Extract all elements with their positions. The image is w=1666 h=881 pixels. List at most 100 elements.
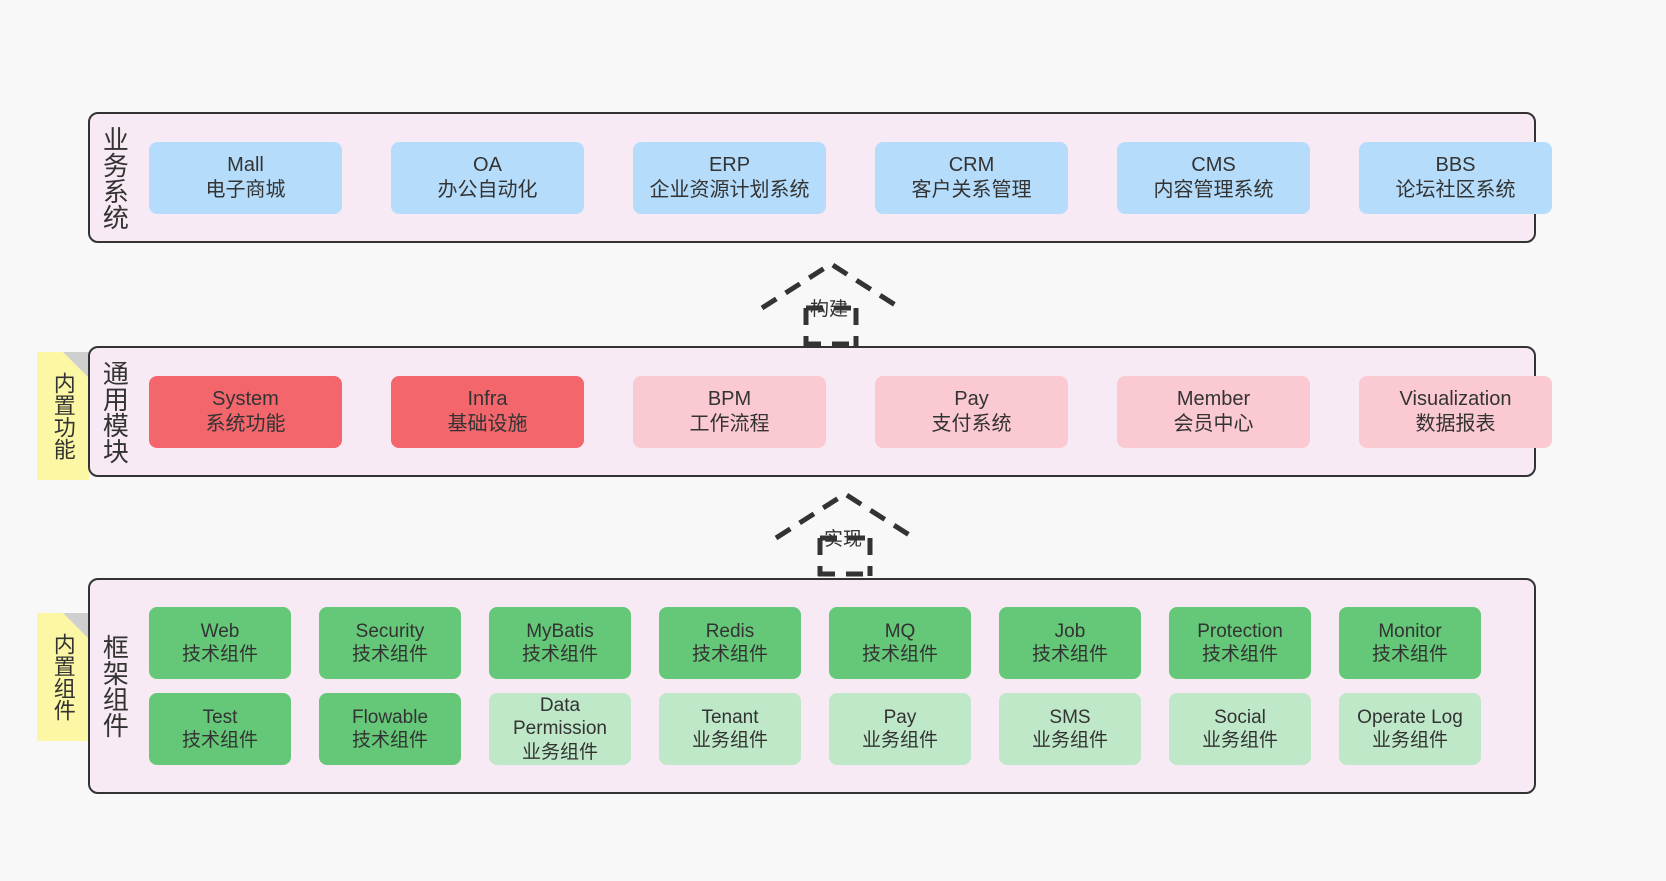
node-name: Mall [227,154,264,177]
node-name: Flowable [351,706,429,728]
node-desc: 技术组件 [1371,644,1448,665]
node-desc: 技术组件 [1201,644,1278,665]
node-name: Pay [954,388,989,411]
node-bbs[interactable]: BBS 论坛社区系统 [1359,141,1552,214]
note-label: 内置组件 [50,633,76,721]
node-erp[interactable]: ERP 企业资源计划系统 [633,141,826,214]
arrow-label-implement: 实现 [824,529,863,550]
node-web[interactable]: Web 技术组件 [149,607,291,679]
node-name: ERP [708,154,751,177]
node-mq[interactable]: MQ 技术组件 [829,607,971,679]
node-desc: 业务组件 [691,730,768,751]
node-name: Web [200,620,240,642]
node-crm[interactable]: CRM 客户关系管理 [875,141,1068,214]
node-desc: 工作流程 [689,412,770,435]
node-desc: 业务组件 [1201,730,1278,751]
node-desc: 业务组件 [861,730,938,751]
node-desc: 技术组件 [521,644,598,665]
node-sms[interactable]: SMS 业务组件 [999,693,1141,765]
node-name: Monitor [1378,620,1442,642]
layer-framework-components: 框架组件 Web 技术组件 Security 技术组件 MyBatis 技术组件… [88,578,1536,794]
node-desc: 业务组件 [1371,730,1448,751]
node-member[interactable]: Member 会员中心 [1117,375,1310,448]
layer-common-modules: 通用模块 System 系统功能 Infra 基础设施 BPM 工作流程 Pay… [88,346,1552,477]
node-desc: 技术组件 [691,644,768,665]
node-redis[interactable]: Redis 技术组件 [659,607,801,679]
note-label: 内置功能 [50,372,76,460]
node-desc: 客户关系管理 [911,178,1032,201]
node-system[interactable]: System 系统功能 [149,375,342,448]
node-desc: 论坛社区系统 [1395,178,1516,201]
node-cms[interactable]: CMS 内容管理系统 [1117,141,1310,214]
node-name: CMS [1191,154,1236,177]
node-name: MyBatis [526,620,594,642]
node-desc: 系统功能 [205,412,286,435]
node-operate-log[interactable]: Operate Log 业务组件 [1339,693,1481,765]
node-name: System [212,388,279,411]
layer-body-common: System 系统功能 Infra 基础设施 BPM 工作流程 Pay 支付系统… [138,348,1566,475]
node-name: MQ [884,620,916,642]
node-name: Protection [1197,620,1283,642]
node-name: CRM [948,154,995,177]
node-job[interactable]: Job 技术组件 [999,607,1141,679]
layer-title-business: 业务系统 [99,125,130,230]
node-mall[interactable]: Mall 电子商城 [149,141,342,214]
node-desc: 内容管理系统 [1153,178,1274,201]
layer-row: Mall 电子商城 OA 办公自动化 ERP 企业资源计划系统 CRM 客户关系… [138,141,1552,214]
node-name: Data Permission [513,695,607,740]
node-pay-component[interactable]: Pay 业务组件 [829,693,971,765]
arrow-implement: 实现 [772,490,918,577]
node-data-permission[interactable]: Data Permission 业务组件 [489,693,631,765]
node-name: Job [1054,620,1086,642]
layer-title-common: 通用模块 [99,359,130,464]
node-bpm[interactable]: BPM 工作流程 [633,375,826,448]
node-name: SMS [1049,706,1091,728]
node-mybatis[interactable]: MyBatis 技术组件 [489,607,631,679]
node-name: Visualization [1399,388,1512,411]
node-name: Redis [705,620,755,642]
node-name: Operate Log [1357,706,1463,728]
node-name: Tenant [701,706,759,728]
node-desc: 技术组件 [351,644,428,665]
node-desc: 企业资源计划系统 [649,178,810,201]
node-test[interactable]: Test 技术组件 [149,693,291,765]
node-desc: 技术组件 [861,644,938,665]
note-fold-corner-icon [63,613,89,639]
layer-title-framework: 框架组件 [99,634,130,738]
node-desc: 数据报表 [1415,412,1496,435]
arrow-label-build: 构建 [810,299,849,320]
node-name: Infra [467,388,508,411]
node-name: Pay [883,706,917,728]
node-flowable[interactable]: Flowable 技术组件 [319,693,461,765]
node-visualization[interactable]: Visualization 数据报表 [1359,375,1552,448]
arrow-build: 构建 [758,260,904,347]
node-monitor[interactable]: Monitor 技术组件 [1339,607,1481,679]
layer-body-business: Mall 电子商城 OA 办公自动化 ERP 企业资源计划系统 CRM 客户关系… [138,114,1566,241]
node-desc: 技术组件 [181,644,258,665]
node-social[interactable]: Social 业务组件 [1169,693,1311,765]
node-tenant[interactable]: Tenant 业务组件 [659,693,801,765]
node-desc: 业务组件 [1031,730,1108,751]
node-desc: 基础设施 [447,412,528,435]
node-name: OA [473,154,502,177]
node-oa[interactable]: OA 办公自动化 [391,141,584,214]
node-pay[interactable]: Pay 支付系统 [875,375,1068,448]
node-desc: 技术组件 [351,730,428,751]
node-name: Security [355,620,425,642]
note-builtin-function: 内置功能 [37,352,89,480]
node-security[interactable]: Security 技术组件 [319,607,461,679]
layer-row: Test 技术组件 Flowable 技术组件 Data Permission … [138,693,1524,765]
node-desc: 会员中心 [1173,412,1254,435]
node-protection[interactable]: Protection 技术组件 [1169,607,1311,679]
node-desc: 支付系统 [931,412,1012,435]
layer-row: Web 技术组件 Security 技术组件 MyBatis 技术组件 Redi… [138,607,1524,679]
layer-business-systems: 业务系统 Mall 电子商城 OA 办公自动化 ERP 企业资源计划系统 CRM… [88,112,1552,243]
node-desc: 电子商城 [205,178,286,201]
layer-row: System 系统功能 Infra 基础设施 BPM 工作流程 Pay 支付系统… [138,375,1552,448]
node-desc: 办公自动化 [437,178,538,201]
layer-body-framework: Web 技术组件 Security 技术组件 MyBatis 技术组件 Redi… [138,580,1534,792]
node-name: BPM [707,388,752,411]
node-desc: 业务组件 [521,741,598,763]
node-infra[interactable]: Infra 基础设施 [391,375,584,448]
